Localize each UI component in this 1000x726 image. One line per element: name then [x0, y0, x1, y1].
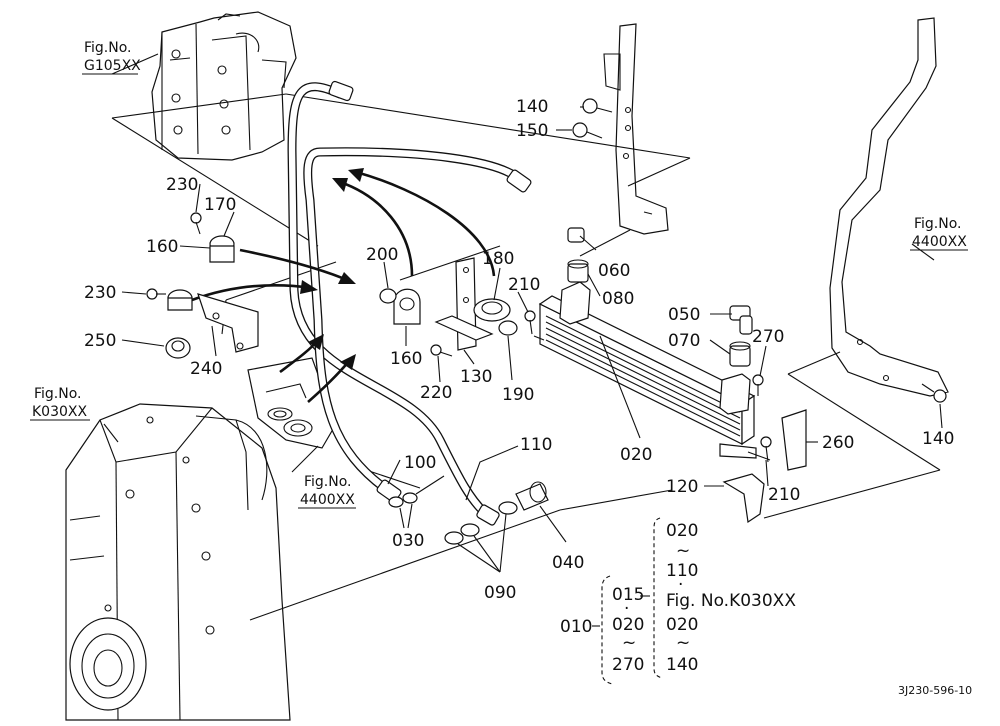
fig-ref-label: Fig.No.: [914, 216, 962, 232]
callout-230: 230: [84, 283, 116, 303]
callout-230: 230: [166, 175, 198, 195]
note-ref: 010: [560, 617, 592, 637]
bolt-210-bottom: [760, 436, 772, 463]
bracket-130: [434, 257, 494, 351]
fig-ref-number: 4400XX: [300, 492, 355, 508]
note-line: ~: [676, 633, 690, 653]
fig-ref-label: Fig.No.: [304, 474, 352, 490]
bolt-270: [752, 374, 764, 396]
fig-ref-number: G105XX: [84, 58, 141, 74]
clamp-180: [473, 298, 511, 322]
bolt-140-right: [921, 383, 947, 403]
bracket-240: [197, 293, 259, 353]
callout-210: 210: [508, 275, 540, 295]
note-line: ~: [622, 633, 636, 653]
nut-190: [498, 320, 518, 336]
callout-080: 080: [602, 289, 634, 309]
note-line: ·: [624, 599, 629, 619]
fitting-080: [567, 259, 589, 283]
fig-ref-4400-right: Fig.No. 4400XX: [910, 216, 968, 251]
callout-100: 100: [404, 453, 436, 473]
bolt-210-top: [524, 310, 536, 335]
drawing-number: 3J230-596-10: [898, 684, 972, 697]
note-line: 015: [612, 585, 644, 605]
flow-arrows: [191, 168, 496, 403]
callout-180: 180: [482, 249, 514, 269]
callout-170: 170: [204, 195, 236, 215]
hose-100: [303, 147, 525, 497]
hose-110: [287, 82, 493, 521]
callout-140: 140: [922, 429, 954, 449]
bracket-260: [781, 409, 807, 471]
callout-110: 110: [520, 435, 552, 455]
note-line: 270: [612, 655, 644, 675]
washers-030: [388, 475, 445, 508]
note-line: 020: [666, 521, 698, 541]
callout-140: 140: [516, 97, 548, 117]
callout-090: 090: [484, 583, 516, 603]
fig-ref-number: K030XX: [32, 404, 87, 420]
callout-200: 200: [366, 245, 398, 265]
hose-fittings: [328, 80, 532, 526]
callout-040: 040: [552, 553, 584, 573]
note-line: ~: [676, 541, 690, 561]
callout-190: 190: [502, 385, 534, 405]
fig-ref-label: Fig.No.: [84, 40, 132, 56]
fitting-070: [729, 341, 751, 367]
callouts: 140 150 230 170 160 230 250 240 200 160 …: [84, 97, 954, 603]
fitting-060: [567, 227, 585, 243]
bracket-120: [722, 473, 765, 524]
note-line: 020: [666, 615, 698, 635]
transmission-housing: [65, 403, 291, 721]
note-line: Fig. No.K030XX: [666, 591, 796, 611]
assembly-note: 020 ~ 110 · Fig. No.K030XX 020 ~ 140 015…: [560, 517, 796, 685]
clamp-160-mid: [393, 288, 421, 325]
callout-220: 220: [420, 383, 452, 403]
note-line: 140: [666, 655, 698, 675]
callout-130: 130: [460, 367, 492, 387]
fig-ref-k030: Fig.No. K030XX: [30, 386, 90, 421]
washers-090: [444, 501, 518, 545]
fitting-040: [515, 481, 549, 511]
callout-210: 210: [768, 485, 800, 505]
bolt-250: [165, 337, 191, 359]
callout-150: 150: [516, 121, 548, 141]
note-line: 020: [612, 615, 644, 635]
fig-ref-number: 4400XX: [912, 234, 967, 250]
right-frame: [603, 17, 949, 397]
fig-ref-label: Fig.No.: [34, 386, 82, 402]
fitting-050: [729, 305, 753, 335]
callout-020: 020: [620, 445, 652, 465]
mounting-plate: [247, 357, 337, 449]
bolts-140-150-top: [572, 98, 613, 139]
note-line: 110: [666, 561, 698, 581]
leader-lines: [103, 53, 943, 573]
callout-250: 250: [84, 331, 116, 351]
callout-260: 260: [822, 433, 854, 453]
fig-ref-g105: Fig.No. G105XX: [82, 40, 141, 75]
callout-060: 060: [598, 261, 630, 281]
collar-200: [379, 288, 397, 304]
callout-160: 160: [146, 237, 178, 257]
callout-050: 050: [668, 305, 700, 325]
upper-housing: [151, 11, 297, 161]
callout-270: 270: [752, 327, 784, 347]
callout-240: 240: [190, 359, 222, 379]
note-line: ·: [678, 575, 683, 595]
bolt-220: [430, 344, 453, 357]
callout-160: 160: [390, 349, 422, 369]
callout-030: 030: [392, 531, 424, 551]
clamps-160-170-left: [167, 235, 235, 311]
callout-120: 120: [666, 477, 698, 497]
bolts-230: [146, 212, 202, 300]
oil-cooler: [533, 281, 771, 461]
fig-ref-4400-mid: Fig.No. 4400XX: [298, 474, 356, 509]
callout-070: 070: [668, 331, 700, 351]
